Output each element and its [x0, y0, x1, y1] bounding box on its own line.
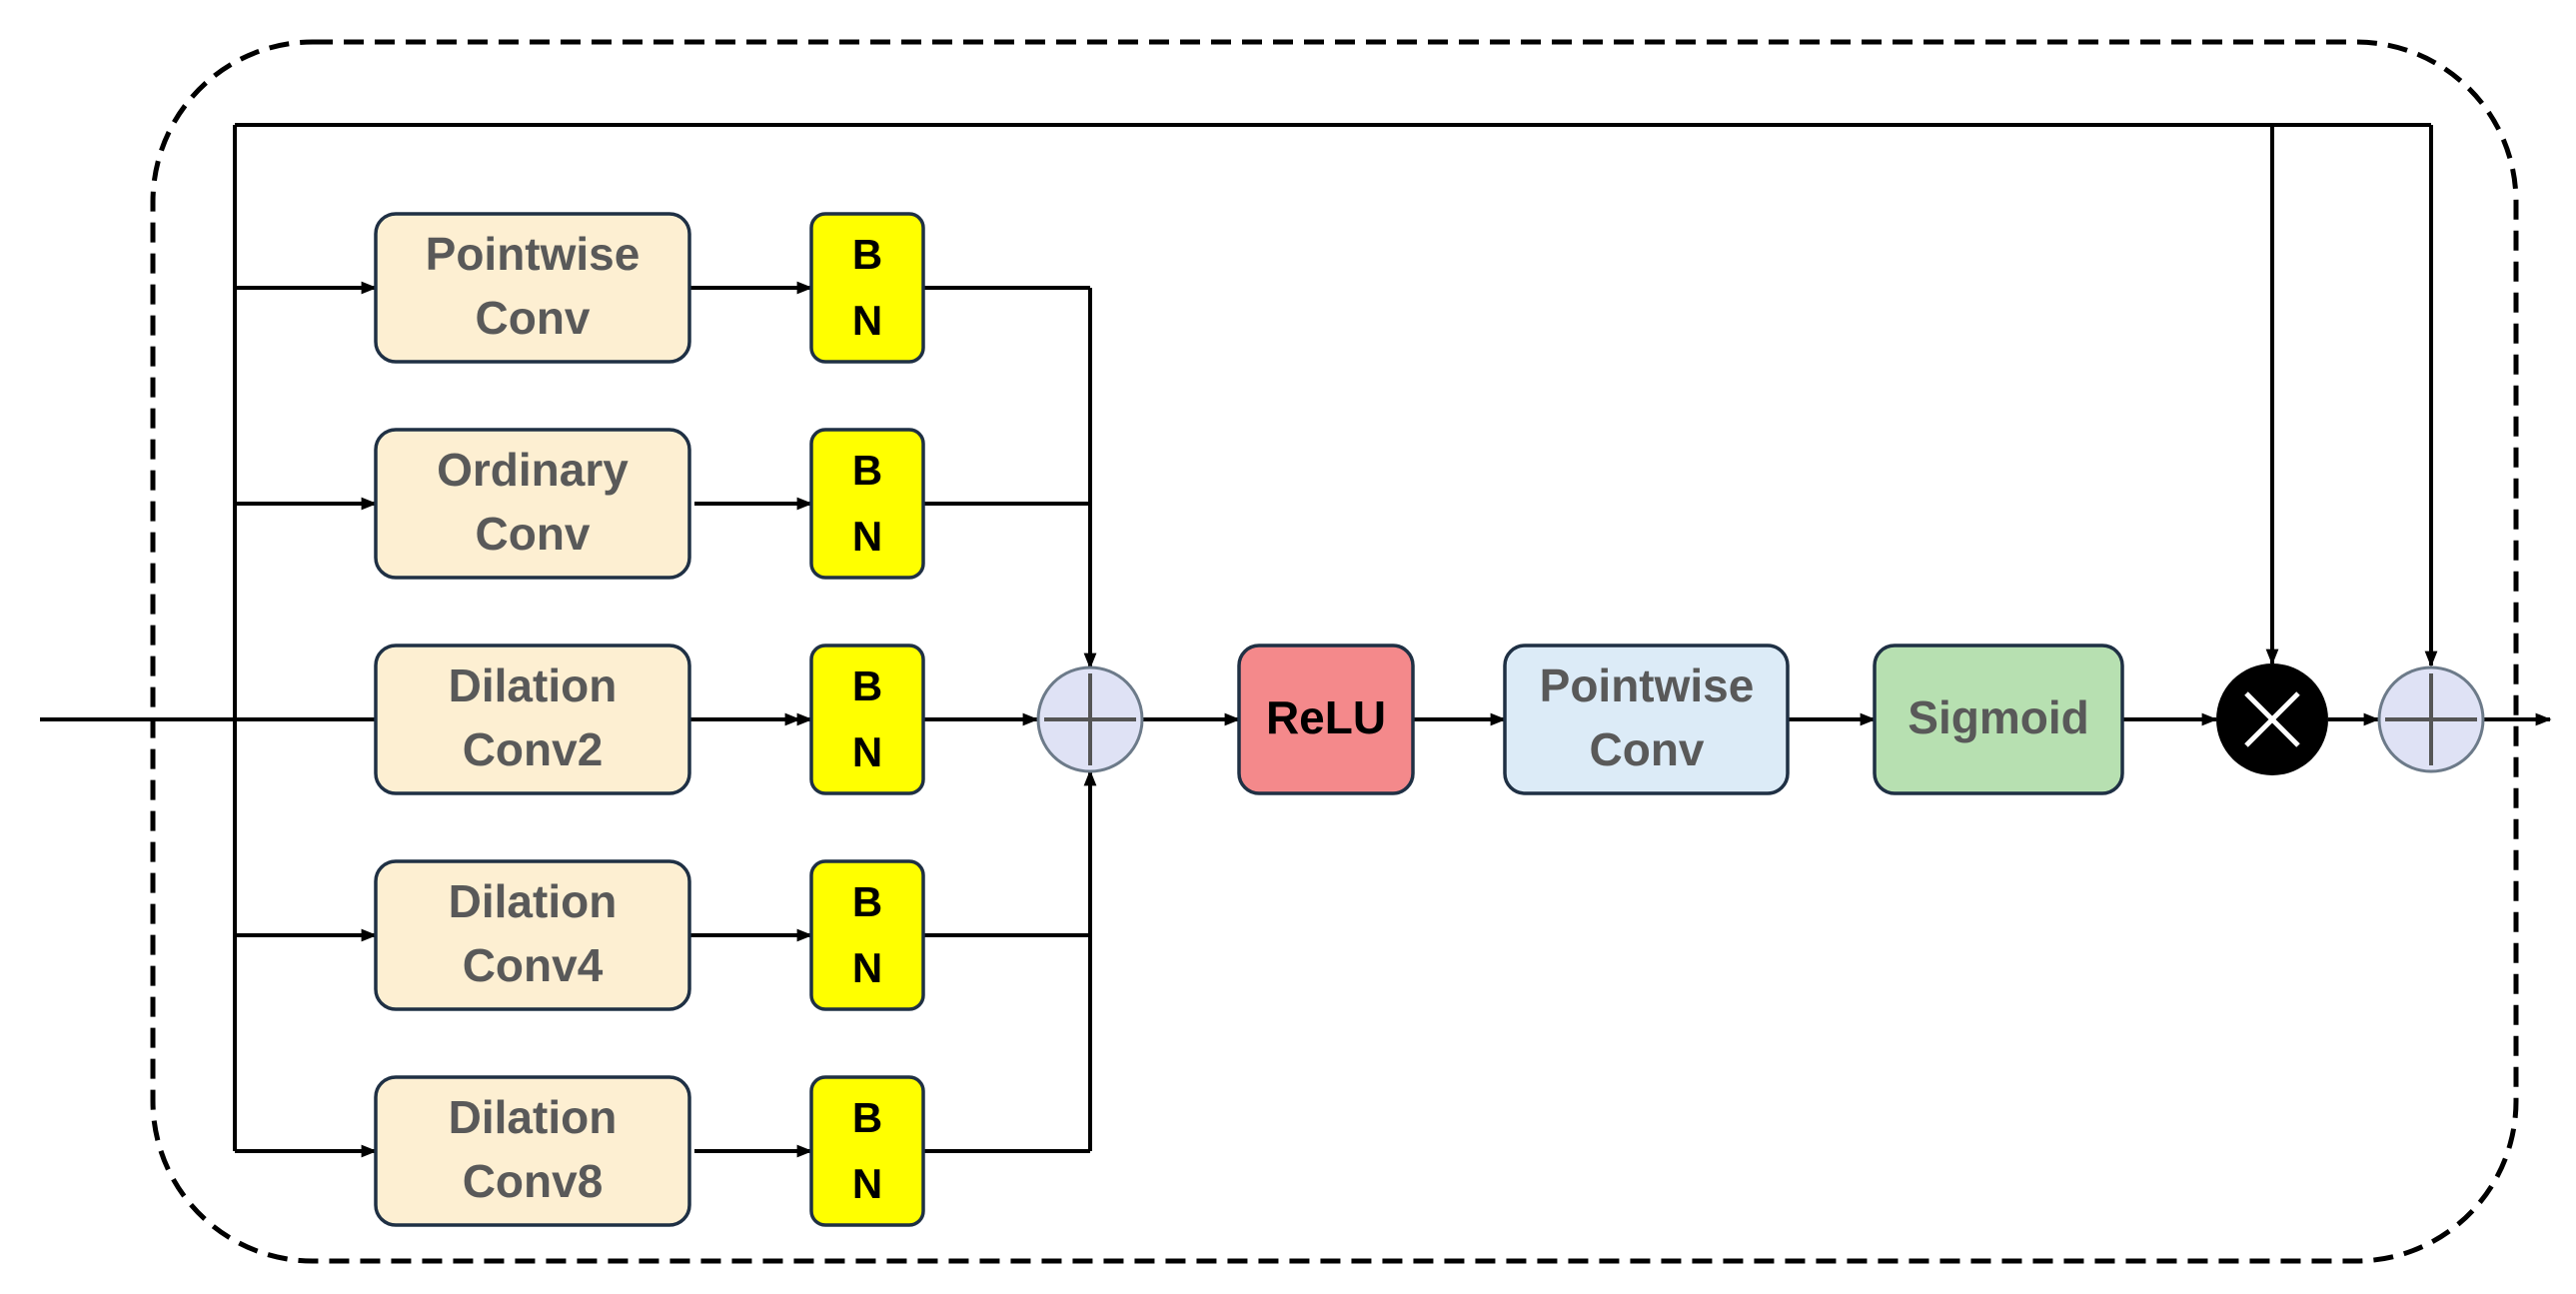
bn-label-line2: N	[852, 513, 882, 560]
bn-box	[809, 428, 925, 580]
bn-box	[809, 1075, 925, 1227]
bn-box	[809, 859, 925, 1011]
conv-label-line2: Conv	[476, 508, 591, 560]
conv-box	[374, 428, 691, 580]
conv-label-line2: Conv	[476, 292, 591, 344]
bn-label-line1: B	[852, 447, 882, 494]
conv-label-line2: Conv4	[463, 939, 604, 991]
branch-2: Dilation Conv2 B N	[374, 644, 925, 795]
relu-label: ReLU	[1266, 691, 1386, 743]
pointwise-label-line1: Pointwise	[1540, 659, 1755, 711]
conv-box	[374, 212, 691, 364]
relu-block: ReLU	[1237, 644, 1415, 795]
module-container	[150, 39, 2519, 1264]
bn-label-line1: B	[852, 231, 882, 278]
pointwise-conv-block: Pointwise Conv	[1503, 644, 1790, 795]
add-operator-icon	[1036, 665, 1144, 773]
pointwise-conv-box	[1503, 644, 1790, 795]
conv-box	[374, 859, 691, 1011]
conv-label-line1: Dilation	[449, 659, 618, 711]
branch-1: Ordinary Conv B N	[374, 428, 925, 580]
conv-label-line1: Dilation	[449, 875, 618, 927]
conv-label-line1: Ordinary	[437, 444, 629, 496]
pointwise-label-line2: Conv	[1590, 723, 1705, 775]
bn-label-line1: B	[852, 878, 882, 925]
conv-label-line2: Conv2	[463, 723, 604, 775]
branch-3: Dilation Conv4 B N	[374, 859, 925, 1011]
conv-label-line1: Pointwise	[426, 228, 641, 280]
sigmoid-label: Sigmoid	[1908, 691, 2088, 743]
multiply-operator-icon	[2216, 663, 2328, 775]
bn-label-line2: N	[852, 297, 882, 344]
bn-label-line2: N	[852, 1160, 882, 1207]
bn-label-line1: B	[852, 1094, 882, 1141]
bn-box	[809, 212, 925, 364]
conv-label-line2: Conv8	[463, 1155, 604, 1207]
sigmoid-block: Sigmoid	[1873, 644, 2124, 795]
relu-box	[1237, 644, 1415, 795]
add-operator-icon	[2377, 665, 2485, 773]
conv-box	[374, 644, 691, 795]
bn-label-line1: B	[852, 662, 882, 709]
bn-label-line2: N	[852, 728, 882, 775]
branch-0: Pointwise Conv B N	[374, 212, 925, 364]
conv-label-line1: Dilation	[449, 1091, 618, 1143]
sigmoid-box	[1873, 644, 2124, 795]
conv-box	[374, 1075, 691, 1227]
bn-box	[809, 644, 925, 795]
bn-label-line2: N	[852, 944, 882, 991]
connections	[40, 123, 2552, 1158]
branch-4: Dilation Conv8 B N	[374, 1075, 925, 1227]
